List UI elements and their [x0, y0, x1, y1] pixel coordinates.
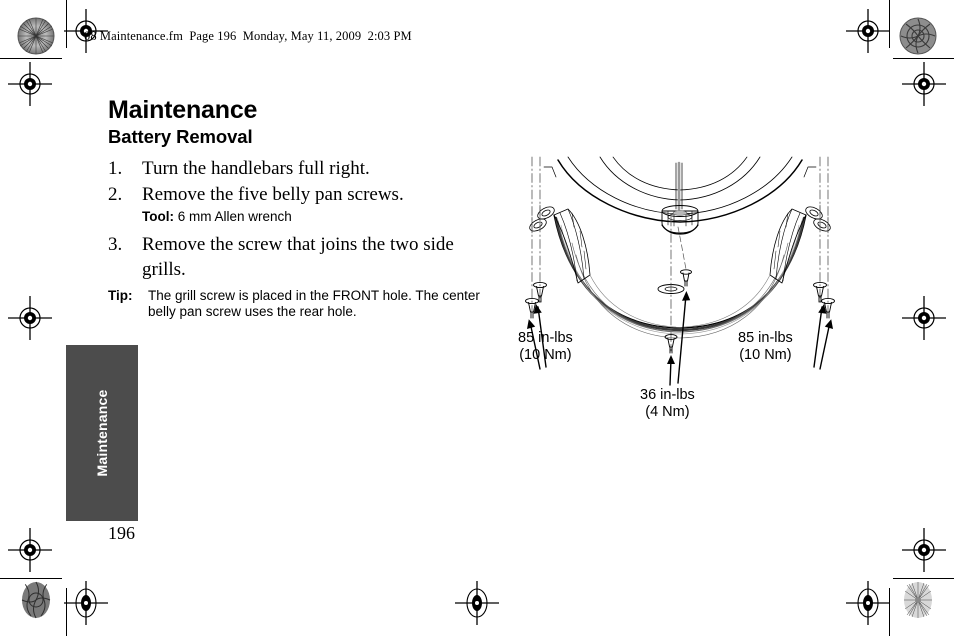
registration-mark-lower-left	[8, 528, 52, 572]
page-title: Maintenance	[108, 96, 258, 124]
sidebar-chapter-tab: Maintenance	[66, 345, 138, 521]
trim-line-left-lower	[66, 588, 67, 636]
registration-mark-bottom-right	[846, 581, 890, 625]
registration-mark-top-right	[846, 9, 890, 53]
step-number: 1.	[108, 158, 123, 179]
registration-mark-upper-right	[902, 62, 946, 106]
torque-callout-center-metric: (4 Nm)	[645, 404, 690, 420]
section-title: Battery Removal	[108, 126, 253, 147]
step-text: Turn the handlebars full right.	[142, 158, 370, 179]
torque-callout-left: 85 in-lbs (10 Nm)	[518, 330, 573, 364]
rosette-mark-bottom-left	[17, 581, 55, 619]
page-number: 196	[108, 523, 135, 543]
trim-line-right	[889, 0, 890, 48]
rosette-mark-top-right	[899, 17, 937, 55]
trim-line-bottom-right	[893, 578, 954, 579]
trim-line-top-left	[0, 58, 62, 59]
step-text: Remove the five belly pan screws.	[142, 184, 404, 205]
step-number: 3.	[108, 234, 123, 255]
tool-note: Tool: 6 mm Allen wrench	[108, 209, 498, 225]
tip-note-text: The grill screw is placed in the FRONT h…	[148, 288, 480, 319]
trim-line-top-right	[893, 58, 954, 59]
belly-pan-line-art	[525, 156, 835, 386]
list-item: 2. Remove the five belly pan screws.	[108, 182, 498, 207]
step-number: 2.	[108, 184, 123, 205]
tool-note-label: Tool:	[142, 209, 174, 224]
registration-mark-middle-left	[8, 296, 52, 340]
trim-line-bottom-left	[0, 578, 62, 579]
list-item: 1. Turn the handlebars full right.	[108, 156, 498, 181]
trim-line-right-lower	[889, 588, 890, 636]
torque-callout-center: 36 in-lbs (4 Nm)	[640, 387, 695, 421]
sidebar-chapter-tab-label: Maintenance	[94, 389, 110, 477]
registration-mark-bottom-center	[455, 581, 499, 625]
registration-mark-upper-left	[8, 62, 52, 106]
tip-note: Tip: The grill screw is placed in the FRO…	[108, 288, 498, 320]
trim-line-left	[66, 0, 67, 48]
list-item: 3. Remove the screw that joins the two s…	[108, 232, 498, 282]
torque-callout-left-imperial: 85 in-lbs	[518, 330, 573, 346]
torque-callout-center-imperial: 36 in-lbs	[640, 387, 695, 403]
torque-callout-right-metric: (10 Nm)	[739, 347, 792, 363]
tool-note-text: 6 mm Allen wrench	[173, 209, 292, 224]
tip-note-label: Tip:	[108, 288, 133, 303]
rosette-mark-bottom-right	[899, 581, 937, 619]
registration-mark-bottom-left	[64, 581, 108, 625]
registration-mark-lower-right	[902, 528, 946, 572]
torque-callout-right: 85 in-lbs (10 Nm)	[738, 330, 793, 364]
page-header-filename: 08 Maintenance.fm Page 196 Monday, May 1…	[84, 29, 412, 43]
step-text: Remove the screw that joins the two side…	[142, 234, 454, 280]
belly-pan-illustration: 85 in-lbs (10 Nm) 85 in-lbs (10 Nm) 36 i…	[510, 155, 850, 430]
procedure-steps-list: 1. Turn the handlebars full right. 2. Re…	[108, 156, 498, 320]
main-content: Maintenance Battery Removal 1. Turn the …	[108, 96, 498, 326]
registration-mark-middle-right	[902, 296, 946, 340]
rosette-mark-top-left	[17, 17, 55, 55]
torque-callout-right-imperial: 85 in-lbs	[738, 330, 793, 346]
torque-callout-left-metric: (10 Nm)	[519, 347, 572, 363]
